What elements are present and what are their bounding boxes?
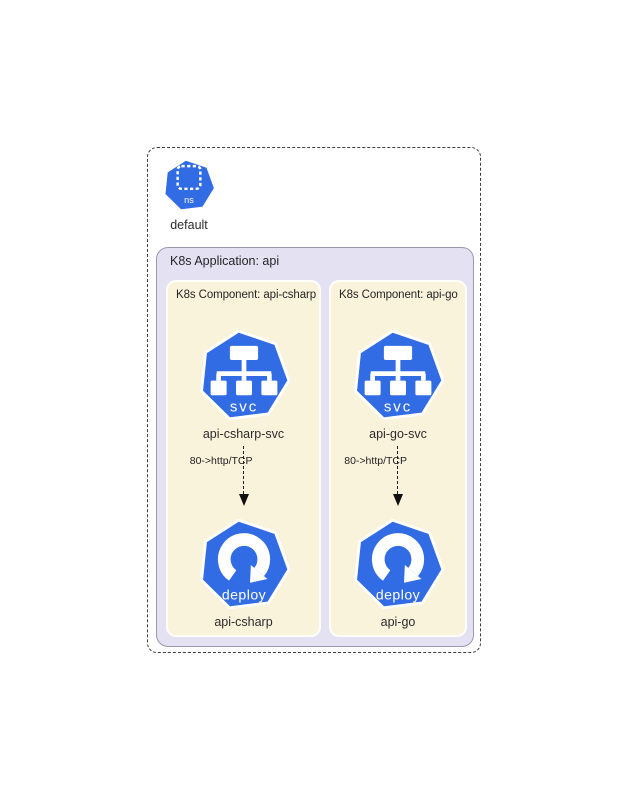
service-to-deployment-edge: 80->http/TCP: [168, 446, 319, 508]
component-title: K8s Component: api-csharp: [176, 289, 317, 301]
deployment-icon-abbr: deploy: [221, 587, 266, 603]
edge-dashed-line: [397, 446, 398, 494]
service-name: api-csharp-svc: [202, 427, 285, 441]
namespace-node: ns default: [147, 158, 231, 232]
namespace-icon: ns: [162, 158, 216, 212]
service-icon-abbr: svc: [229, 399, 257, 416]
arrow-down-icon: [238, 494, 249, 506]
namespace-name: default: [170, 218, 208, 232]
service-icon-abbr: svc: [384, 399, 412, 416]
namespace-icon-abbr: ns: [184, 195, 194, 205]
component-api-go: K8s Component: api-go svc api-go-svc 80-…: [329, 280, 467, 637]
application-title: K8s Application: api: [170, 254, 280, 268]
deployment-icon: deploy: [351, 517, 445, 611]
service-to-deployment-edge: 80->http/TCP: [331, 446, 465, 508]
application-container: K8s Application: api K8s Component: api-…: [156, 247, 474, 647]
service-icon: svc: [351, 328, 445, 422]
deployment-icon: deploy: [197, 517, 291, 611]
arrow-down-icon: [393, 494, 403, 506]
deployment-icon-abbr: deploy: [376, 587, 421, 603]
deployment-name: api-go: [380, 615, 416, 629]
component-api-csharp: K8s Component: api-csharp svc api-csharp…: [166, 280, 321, 637]
service-icon: svc: [197, 328, 291, 422]
edge-dashed-line: [242, 446, 244, 494]
edge-port-label: 80->http/TCP: [189, 455, 253, 467]
component-title: K8s Component: api-go: [339, 289, 458, 301]
namespace-heptagon-icon: ns: [163, 159, 216, 211]
edge-port-label: 80->http/TCP: [344, 455, 407, 467]
service-name: api-go-svc: [369, 427, 427, 441]
deployment-name: api-csharp: [214, 615, 273, 629]
